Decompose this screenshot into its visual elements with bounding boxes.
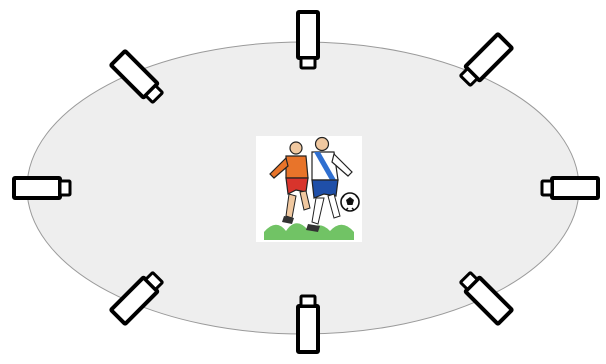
camera-top bbox=[298, 12, 318, 68]
camera-icon bbox=[298, 296, 318, 352]
camera-bottom bbox=[298, 296, 318, 352]
camera-icon bbox=[542, 178, 598, 198]
soccer-ball-icon bbox=[341, 193, 359, 211]
soccer-players-icon bbox=[256, 136, 362, 242]
camera-left bbox=[14, 178, 70, 198]
camera-right bbox=[542, 178, 598, 198]
camera-icon bbox=[14, 178, 70, 198]
camera-icon bbox=[298, 12, 318, 68]
